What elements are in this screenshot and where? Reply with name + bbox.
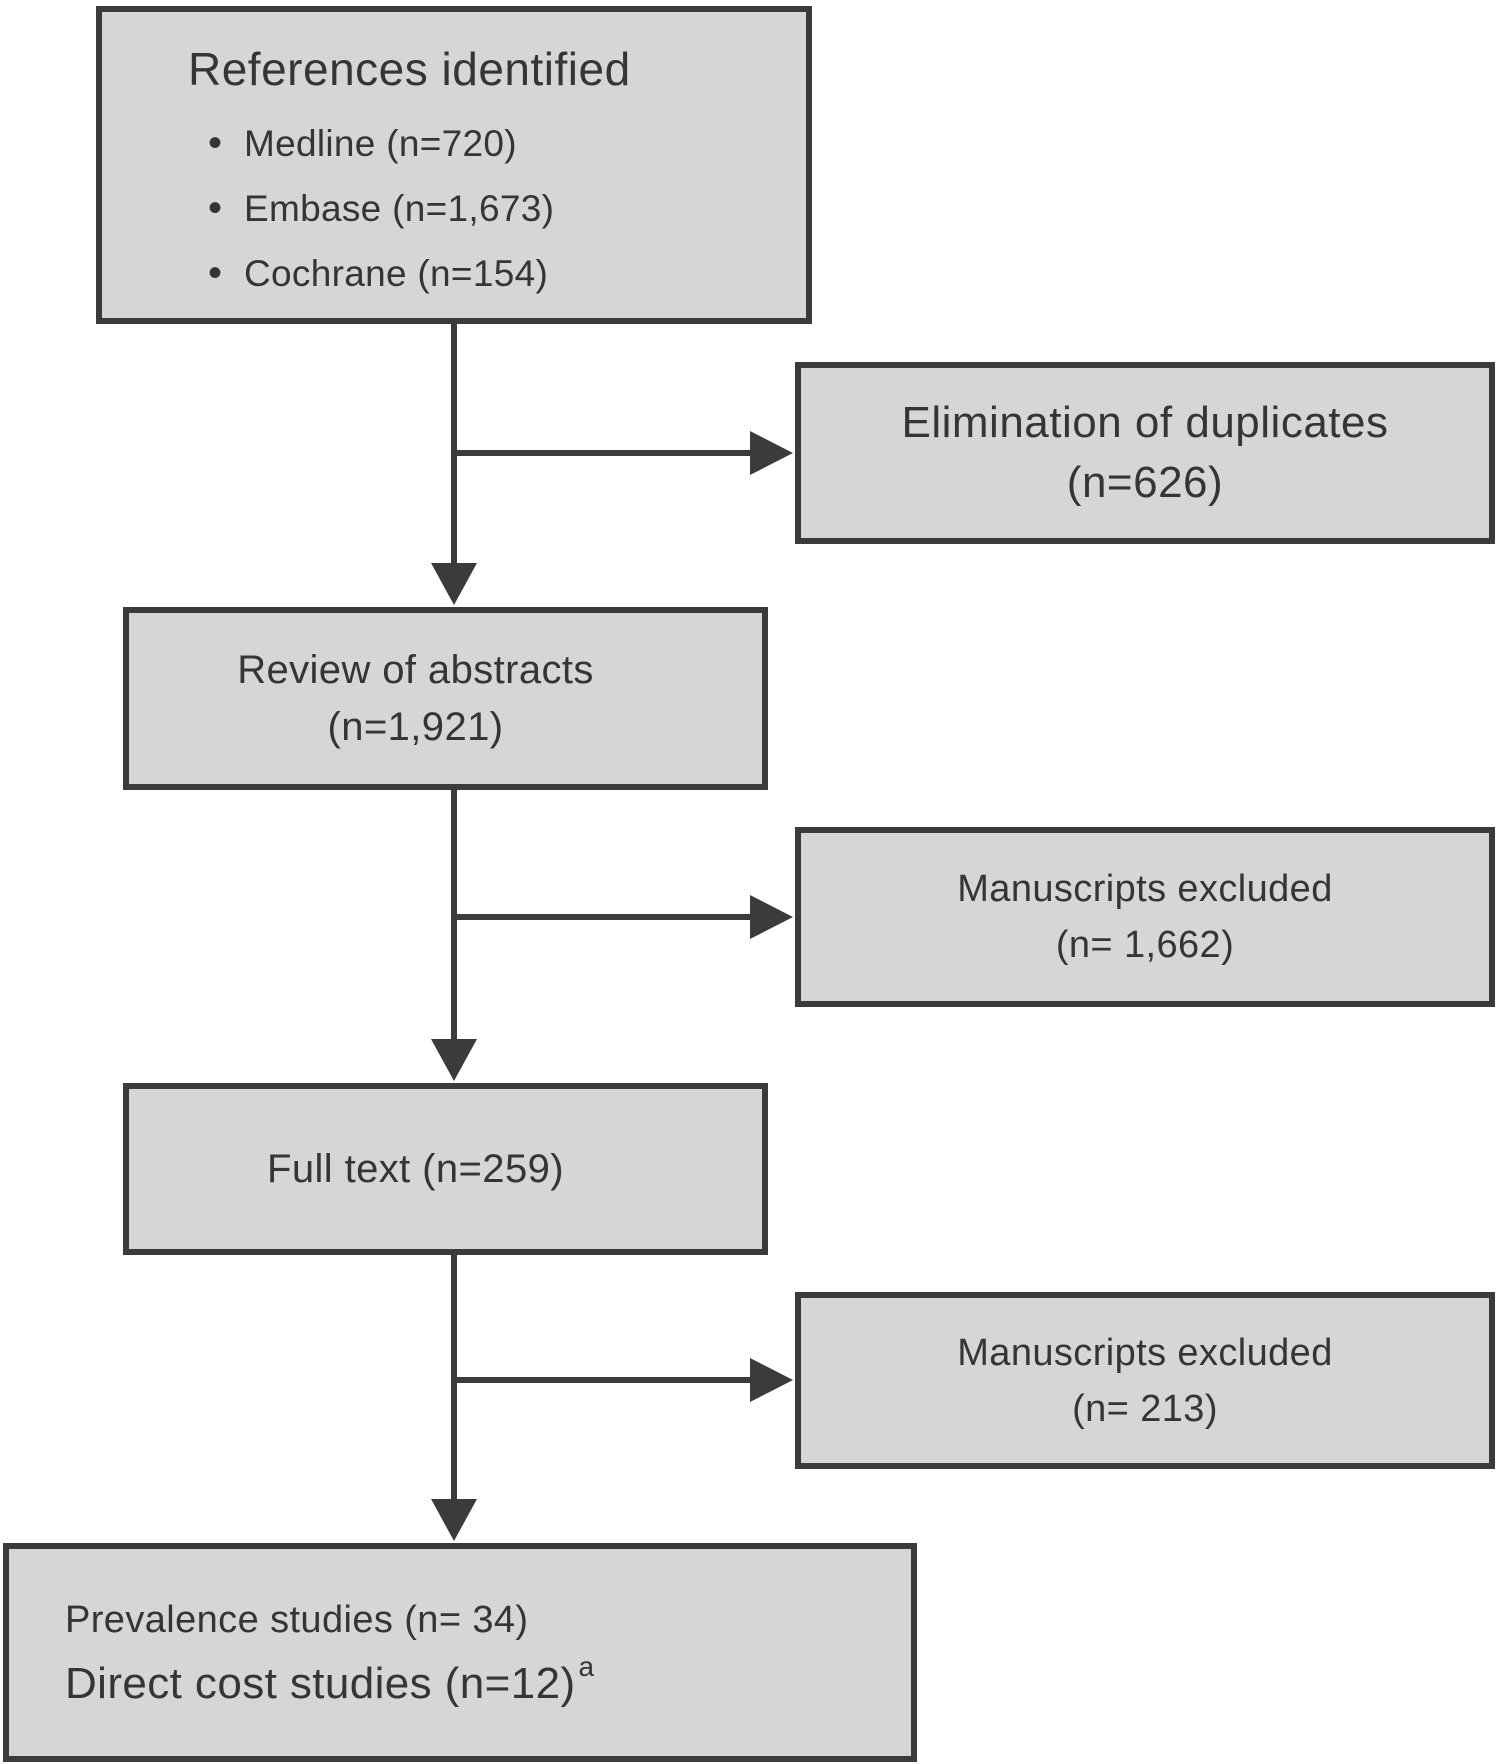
- bullet-icon: •: [208, 121, 223, 165]
- direct-cost-studies-text: Direct cost studies (n=12): [65, 1659, 576, 1708]
- arrow-references-to-abstracts: [431, 322, 477, 605]
- box-count-line2: (n= 1,662): [1055, 924, 1235, 966]
- footnote-marker: a: [578, 1651, 595, 1682]
- arrow-branch-to-duplicates: [454, 431, 793, 475]
- box-full-text: Full text (n=259): [123, 1083, 768, 1255]
- box-label-line1: Manuscripts excluded: [957, 1331, 1333, 1374]
- box-included-studies: Prevalence studies (n= 34) Direct cost s…: [3, 1543, 917, 1762]
- list-item-embase: • Embase (n=1,673): [208, 176, 806, 241]
- box-count-line2: (n= 213): [1072, 1387, 1218, 1430]
- arrow-abstracts-to-fulltext: [431, 787, 477, 1081]
- arrow-branch-to-excluded-fulltext: [454, 1358, 793, 1402]
- box-references-identified: References identified • Medline (n=720) …: [96, 6, 812, 324]
- box-label-line1: Manuscripts excluded: [957, 868, 1333, 910]
- box-label-line1: Elimination of duplicates: [901, 398, 1389, 447]
- box-label-line1: Review of abstracts: [237, 647, 594, 692]
- references-title: References identified: [188, 43, 631, 95]
- list-item-cochrane: • Cochrane (n=154): [208, 241, 806, 306]
- box-manuscripts-excluded-abstracts: Manuscripts excluded (n= 1,662): [795, 827, 1495, 1007]
- direct-cost-studies-line: Direct cost studies (n=12)a: [65, 1651, 911, 1722]
- arrow-fulltext-to-included: [431, 1251, 477, 1541]
- box-manuscripts-excluded-fulltext: Manuscripts excluded (n= 213): [795, 1292, 1495, 1469]
- bullet-icon: •: [208, 186, 223, 230]
- box-count-line2: (n=1,921): [327, 704, 504, 749]
- list-item-label: Embase (n=1,673): [244, 188, 555, 229]
- references-source-list: • Medline (n=720) • Embase (n=1,673) • C…: [102, 111, 806, 306]
- bullet-icon: •: [208, 251, 223, 295]
- box-review-of-abstracts: Review of abstracts (n=1,921): [123, 607, 768, 790]
- box-elimination-of-duplicates: Elimination of duplicates (n=626): [795, 362, 1495, 544]
- list-item-medline: • Medline (n=720): [208, 111, 806, 176]
- box-label-line1: Full text (n=259): [267, 1146, 564, 1191]
- prevalence-studies-line: Prevalence studies (n= 34): [65, 1599, 529, 1641]
- list-item-label: Cochrane (n=154): [244, 253, 549, 294]
- box-count-line2: (n=626): [1066, 458, 1224, 507]
- arrow-branch-to-excluded-abstracts: [454, 895, 793, 939]
- list-item-label: Medline (n=720): [244, 123, 517, 164]
